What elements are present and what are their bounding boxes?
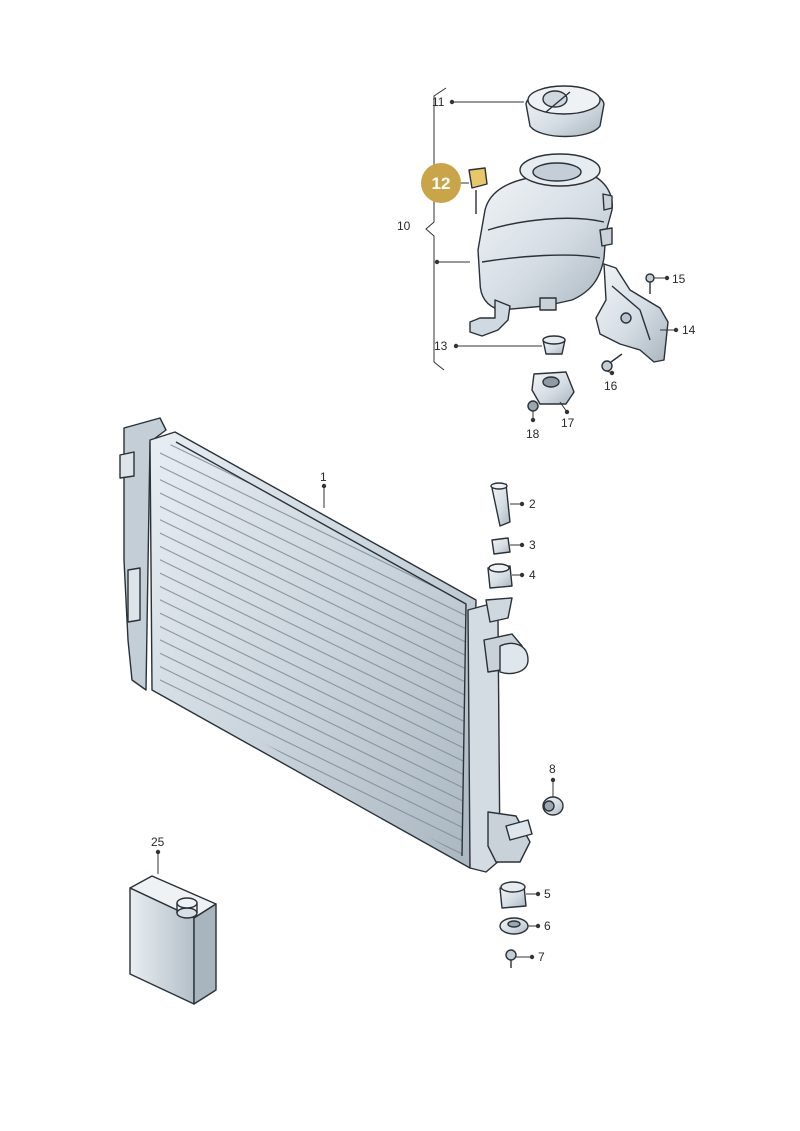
mount-part-4[interactable] (487, 563, 513, 589)
bolt-part-15[interactable] (645, 273, 655, 294)
bush-part-8[interactable] (542, 796, 564, 816)
group-bracket-10 (425, 87, 447, 371)
leader-lines (155, 99, 679, 960)
callout-8[interactable]: 8 (549, 762, 556, 776)
callout-11[interactable]: 11 (432, 95, 445, 109)
grommet-part-13[interactable] (542, 335, 566, 355)
guide-pin-part-2[interactable] (490, 482, 511, 527)
callout-2[interactable]: 2 (529, 497, 536, 511)
callout-15[interactable]: 15 (672, 272, 686, 286)
callout-25[interactable]: 25 (151, 835, 165, 849)
part-12-shape (468, 167, 488, 189)
callout-6[interactable]: 6 (544, 919, 551, 933)
callout-7[interactable]: 7 (538, 950, 545, 964)
highlight-badge (421, 163, 461, 203)
callout-5[interactable]: 5 (544, 887, 551, 901)
highlighted-part-12[interactable]: 12 (421, 163, 488, 214)
callout-3[interactable]: 3 (529, 538, 536, 552)
mounting-bracket-part[interactable] (595, 263, 669, 363)
coolant-container-part[interactable] (129, 875, 217, 1005)
expansion-tank-part[interactable] (469, 153, 613, 337)
radiator-part[interactable] (119, 417, 533, 873)
callout-16[interactable]: 16 (604, 379, 618, 393)
holder-part-17[interactable] (531, 371, 575, 405)
bolt-part-16[interactable] (601, 353, 623, 372)
highlight-badge-label: 12 (432, 174, 451, 193)
callout-10[interactable]: 10 (397, 219, 411, 233)
callout-13[interactable]: 13 (434, 339, 448, 353)
callout-14[interactable]: 14 (682, 323, 696, 337)
callout-17[interactable]: 17 (561, 416, 575, 430)
callout-18[interactable]: 18 (526, 427, 540, 441)
filler-cap-part[interactable] (525, 85, 605, 138)
nut-part-18[interactable] (527, 400, 539, 412)
callout-1[interactable]: 1 (320, 470, 327, 484)
bush-part-3[interactable] (491, 537, 511, 555)
holder-part-6[interactable] (499, 917, 529, 935)
callout-labels: 11 10 13 15 14 16 17 18 1 2 3 4 8 5 6 7 … (151, 95, 696, 964)
callout-4[interactable]: 4 (529, 568, 536, 582)
screw-part-7[interactable] (505, 949, 517, 968)
mount-part-5[interactable] (499, 881, 527, 909)
